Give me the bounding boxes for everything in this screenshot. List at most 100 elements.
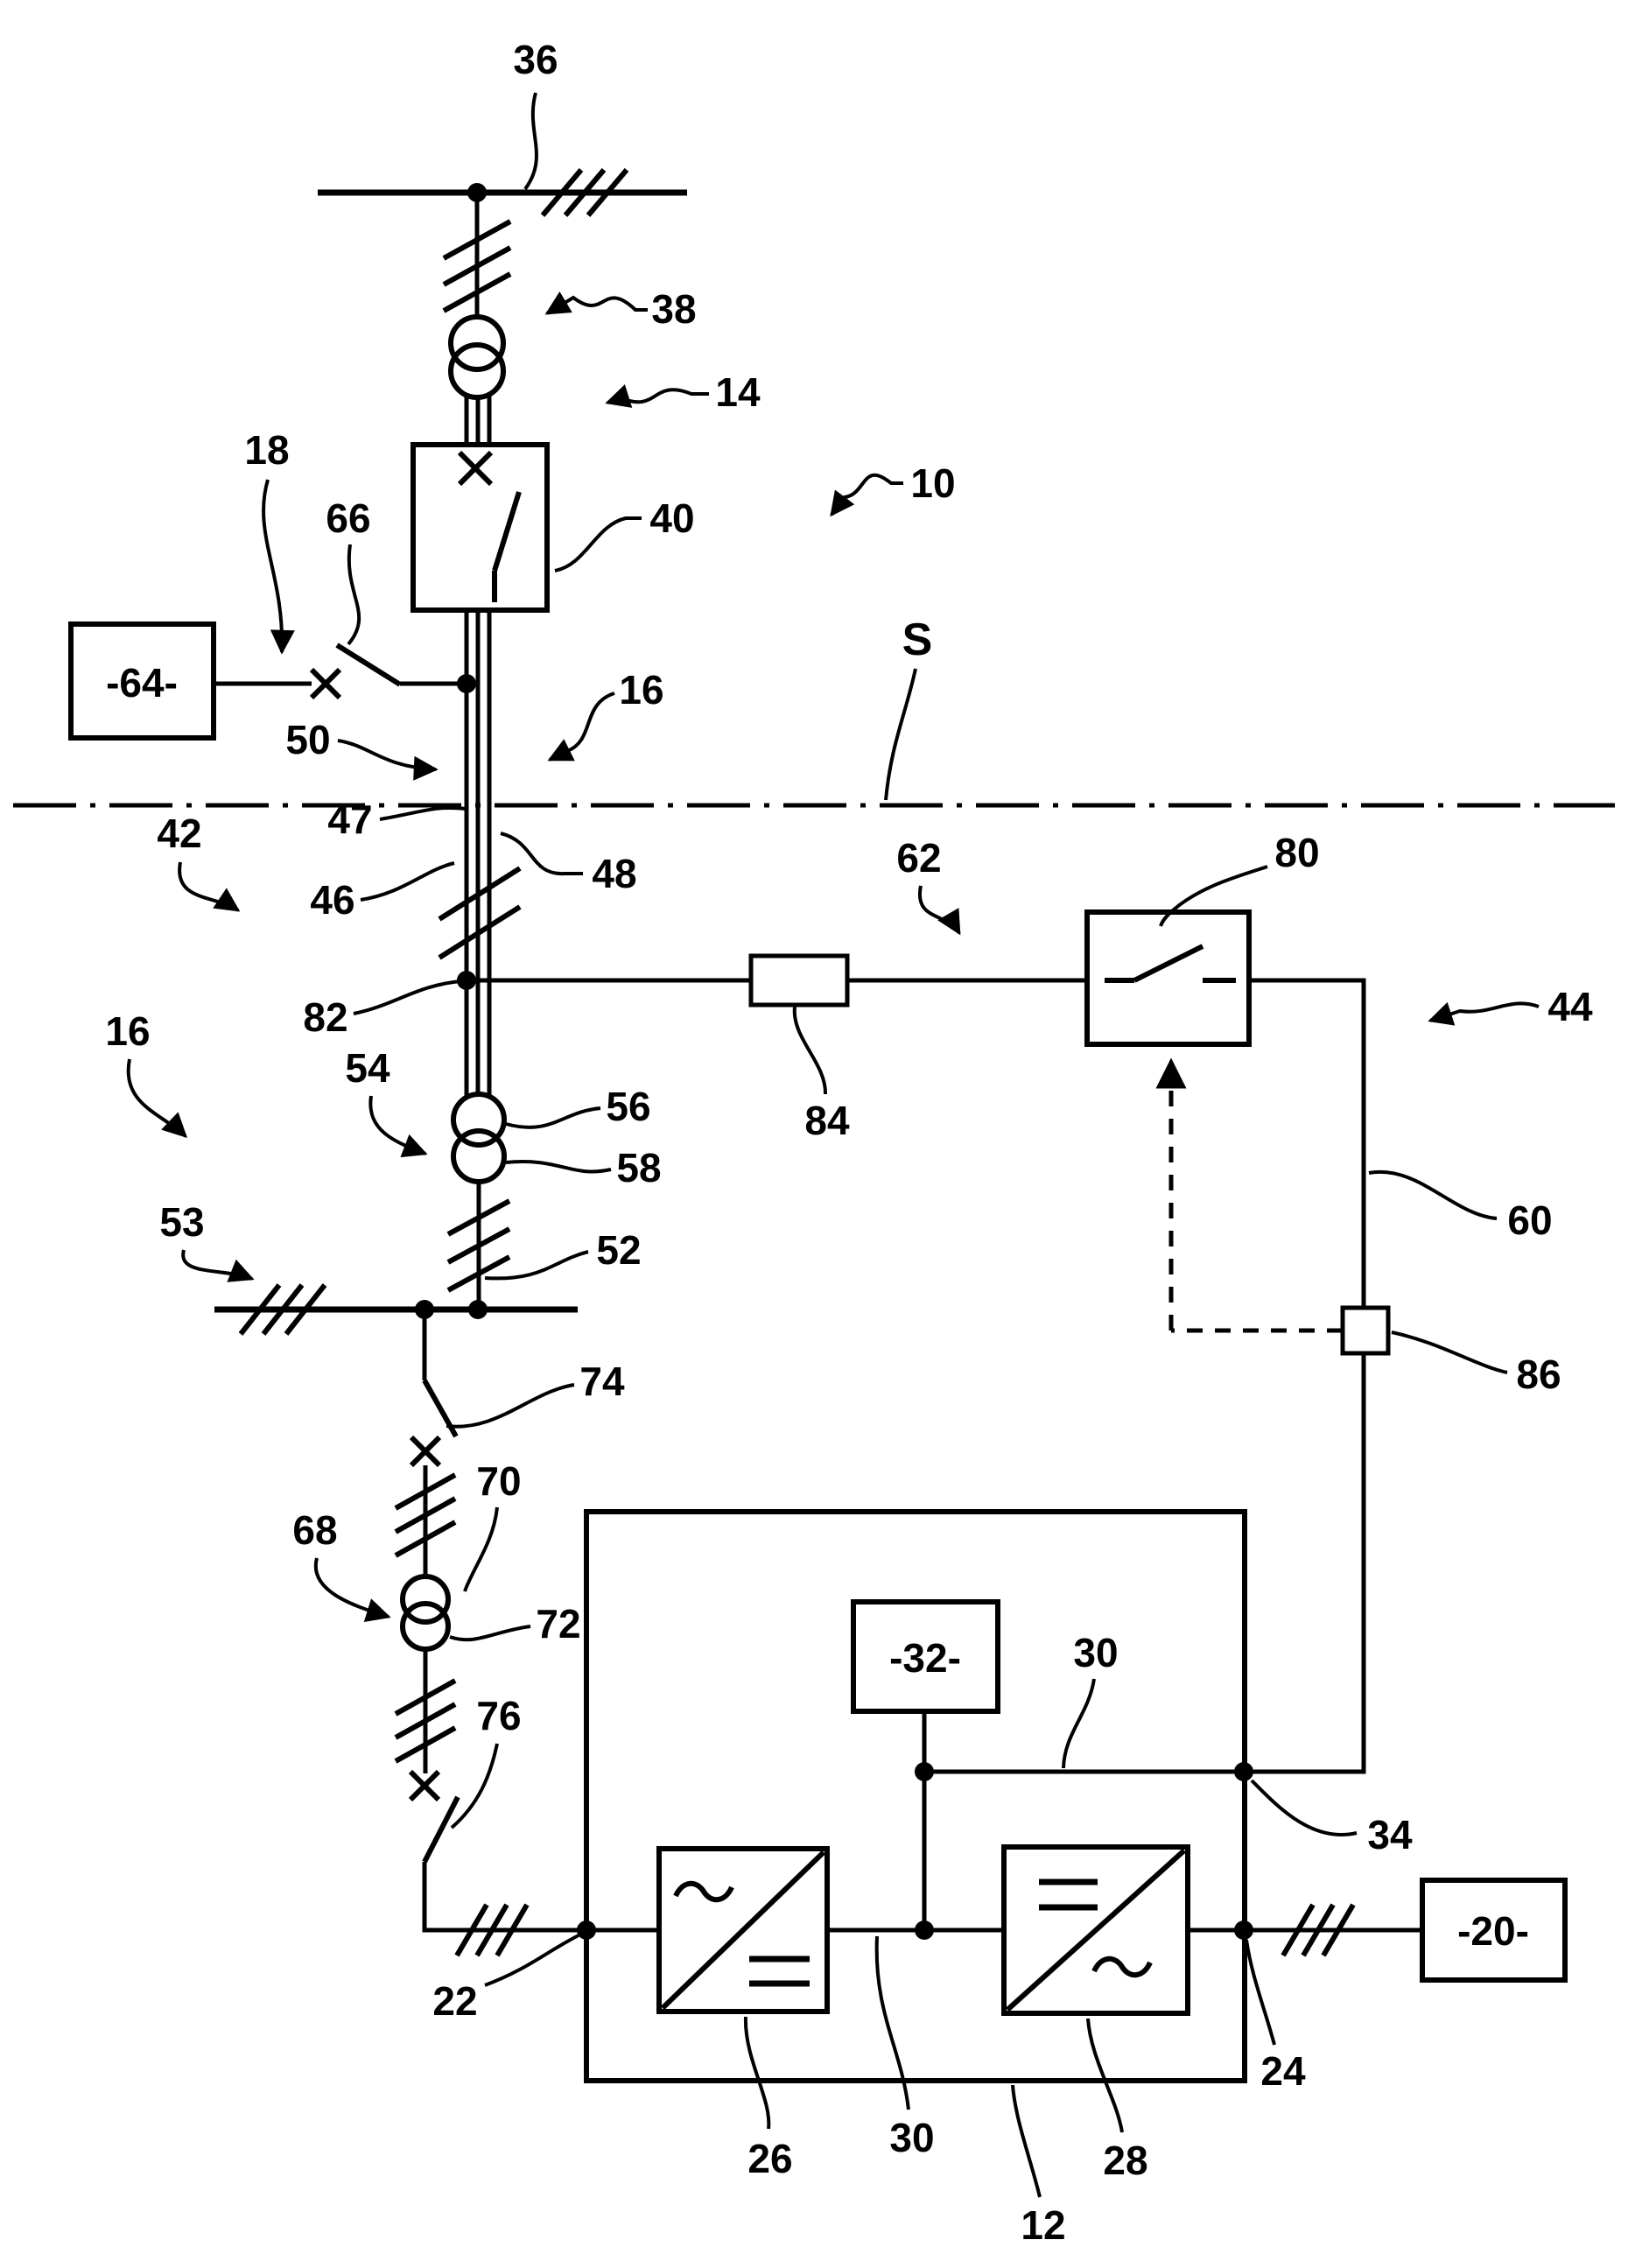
leader-84 <box>792 1006 828 1095</box>
sensor-box-84 <box>748 953 850 1008</box>
leader-70 <box>463 1506 499 1592</box>
ref-label-50: 50 <box>285 717 330 762</box>
arrow-42 <box>178 861 241 912</box>
busbar-36-phase-hash <box>540 168 629 217</box>
arrow-38 <box>544 291 648 315</box>
ref-label-18: 18 <box>244 427 289 473</box>
main-ac-line <box>577 1903 1422 1957</box>
converter-box-26 <box>656 1846 830 2014</box>
converter-diagonal <box>1005 1848 1187 2012</box>
control-signal-dashed <box>1155 1057 1343 1333</box>
junction-dot <box>915 1762 934 1781</box>
leader-34 <box>1250 1779 1358 1836</box>
transformer-winding <box>448 314 506 372</box>
arrow-14 <box>605 384 709 408</box>
cable-hash-52 <box>446 1198 511 1293</box>
ref-label-34: 34 <box>1367 1812 1413 1857</box>
dc-bars-icon <box>1039 1878 1098 1911</box>
ref-label-14: 14 <box>715 369 761 415</box>
transformer-68-symbol <box>400 1574 451 1652</box>
ref-label-76: 76 <box>476 1693 521 1738</box>
ref-label-22: 22 <box>432 1978 477 2024</box>
feeder-upper <box>442 193 512 318</box>
switch-box-80 <box>1084 909 1252 1047</box>
reference-labels: 36 38 14 10 18 66 40 50 16 S 42 47 46 48… <box>105 37 1593 2248</box>
arrow-54 <box>368 1095 428 1158</box>
leader-60 <box>1368 1169 1498 1220</box>
dc-bars-icon <box>749 1956 810 1987</box>
load-20-label: -20- <box>1457 1908 1529 1954</box>
leader-48 <box>500 832 583 876</box>
transformer-winding-58 <box>451 1128 507 1184</box>
ref-label-s: S <box>902 614 933 665</box>
leader-80 <box>1159 865 1268 927</box>
arrow-50 <box>337 739 439 781</box>
ref-label-80: 80 <box>1274 830 1319 875</box>
leader-36 <box>523 92 538 191</box>
ref-label-38: 38 <box>651 286 696 332</box>
ref-label-10: 10 <box>910 460 955 506</box>
controller-box-32: -32- <box>851 1599 1000 1930</box>
ref-label-56: 56 <box>606 1084 650 1129</box>
arrow-62 <box>917 885 961 936</box>
ref-label-24: 24 <box>1260 2048 1306 2094</box>
ref-label-54: 54 <box>345 1045 390 1091</box>
arrow-53 <box>181 1249 255 1282</box>
bundle-hash-48 <box>438 866 522 960</box>
arrow-18 <box>262 479 295 655</box>
open-switch-icon <box>1105 944 1236 983</box>
leader-56 <box>505 1106 601 1129</box>
arrow-16-upper <box>547 692 615 762</box>
ref-label-42: 42 <box>157 811 201 856</box>
leader-47 <box>379 805 467 821</box>
open-cross-icon <box>408 1769 441 1802</box>
ref-label-70: 70 <box>476 1458 521 1504</box>
junction-dot <box>468 1300 488 1319</box>
arrow-16-lower <box>126 1058 188 1138</box>
ref-label-28: 28 <box>1103 2138 1147 2183</box>
junction-dot-34 <box>1234 1762 1253 1781</box>
controller-32-label: -32- <box>889 1635 961 1681</box>
leader-26 <box>743 2016 771 2130</box>
dc-link-line-30 <box>915 1762 1364 1781</box>
ref-label-86: 86 <box>1516 1352 1561 1397</box>
ref-label-30-lower: 30 <box>889 2115 934 2160</box>
ref-label-46: 46 <box>310 877 354 923</box>
leader-86 <box>1391 1331 1508 1374</box>
leader-82 <box>353 980 461 1015</box>
open-cross-icon <box>409 1435 442 1468</box>
leader-30-lower <box>874 1935 910 2110</box>
load-box-20: -20- <box>1420 1878 1568 1983</box>
tap-line-62 <box>457 953 1087 1008</box>
leader-66 <box>347 544 361 646</box>
ref-label-58: 58 <box>616 1145 661 1190</box>
feeder-phase-hash <box>442 219 512 313</box>
switch-66-blade <box>335 642 402 687</box>
leader-46 <box>360 861 455 902</box>
converter-diagonal <box>660 1850 826 2011</box>
controller-64-label: -64- <box>106 660 178 706</box>
leader-30-upper <box>1062 1678 1096 1769</box>
breaker-box-40 <box>411 442 550 613</box>
leader-28 <box>1086 2018 1124 2133</box>
leader-22 <box>484 1934 579 1987</box>
feeder-cable-70 <box>394 1465 457 1576</box>
ref-label-16-lower: 16 <box>105 1008 150 1054</box>
transformer-38-symbol <box>448 314 506 400</box>
ref-label-60: 60 <box>1507 1197 1552 1243</box>
ac-line-hash-right <box>1281 1903 1356 1957</box>
arrow-68 <box>313 1557 391 1622</box>
ref-label-84: 84 <box>804 1098 850 1143</box>
switch-66 <box>214 642 476 700</box>
ref-label-26: 26 <box>747 2136 792 2181</box>
controller-box-64: -64- <box>68 621 216 741</box>
breaker-blade-icon <box>492 491 522 602</box>
ref-label-82: 82 <box>303 994 347 1040</box>
ref-label-47: 47 <box>327 797 372 842</box>
triple-line-38-to-40 <box>464 396 492 445</box>
leader-74 <box>446 1383 575 1429</box>
ref-label-12: 12 <box>1021 2202 1065 2248</box>
ref-label-68: 68 <box>292 1507 337 1553</box>
controller-64-outline <box>68 621 216 741</box>
